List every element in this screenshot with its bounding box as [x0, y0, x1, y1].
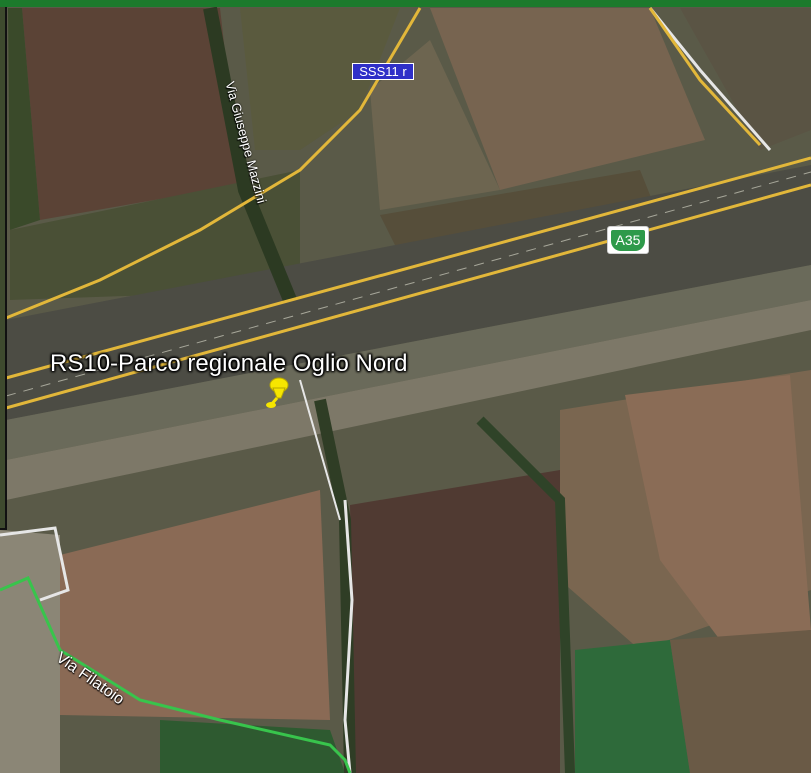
left-strip: [0, 0, 6, 530]
field-topright: [680, 8, 811, 150]
field-large-top: [430, 8, 705, 190]
field-green-bottom-left: [160, 720, 345, 773]
field-green-mid: [10, 170, 300, 300]
field-green-bottom: [575, 640, 690, 773]
panel-divider-bottom: [0, 528, 7, 530]
tree-line-3: [476, 416, 575, 773]
road-shield-sss11-text: SSS11 r: [359, 64, 407, 79]
field-brown-topleft: [22, 8, 240, 220]
railway-strip: [6, 265, 811, 460]
local-road-4: [648, 7, 772, 151]
field-mazzini: [240, 8, 400, 150]
tree-line-1: [203, 6, 297, 303]
field-lower-left: [60, 490, 330, 720]
motorway-shield-icon: A35: [611, 229, 645, 251]
top-bar: [0, 0, 811, 7]
road-shield-sss11[interactable]: SSS11 r: [352, 63, 414, 80]
urban-area: [0, 530, 60, 773]
placemark-label[interactable]: RS10-Parco regionale Oglio Nord: [50, 350, 408, 377]
highway-a35-south: [5, 183, 811, 410]
highway-a35-north: [5, 156, 811, 380]
park-boundary: [0, 576, 352, 773]
local-road-2: [343, 499, 354, 773]
field-bottom-right: [670, 630, 811, 773]
road-shield-a35-text: A35: [615, 232, 641, 248]
local-road-3: [299, 379, 341, 521]
field-center-top: [370, 40, 500, 210]
field-strip: [380, 170, 660, 255]
local-road-1: [0, 526, 70, 602]
road-sss11: [5, 7, 422, 320]
field-green-edge: [8, 8, 40, 230]
highway-median: [5, 171, 811, 397]
road-ramp: [648, 7, 762, 147]
road-shield-a35[interactable]: A35: [607, 226, 649, 254]
field-ploughed: [625, 375, 811, 640]
panel-divider: [5, 7, 7, 530]
service-strip: [6, 300, 811, 500]
field-dark-center: [350, 470, 560, 773]
pushpin-icon[interactable]: [262, 376, 292, 410]
